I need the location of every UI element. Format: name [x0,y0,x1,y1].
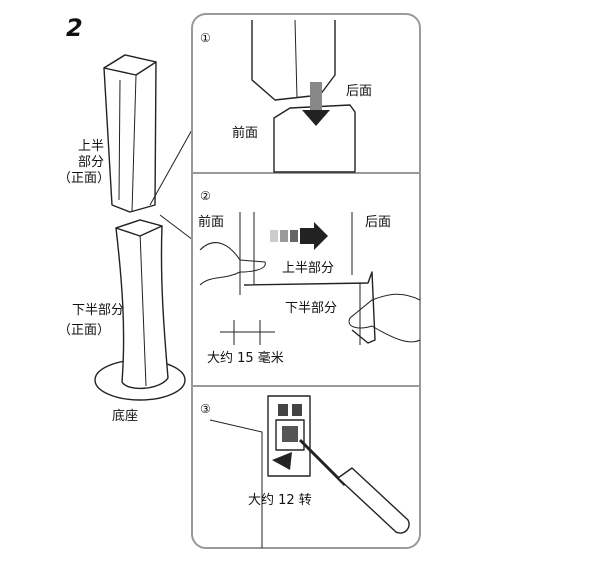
step2-front-label: 前面 [198,214,224,230]
step2-number: ② [200,189,211,203]
step3-number: ③ [200,402,211,416]
step1-illustration [251,19,356,173]
upper-speaker-part [103,54,157,213]
step1-front-label: 前面 [232,125,258,141]
upper-part-label-2: 部分 [78,155,104,170]
callout-line [149,127,194,206]
lower-part-label: 下半部分 [72,303,124,318]
step2-back-label: 后面 [365,215,391,230]
lower-speaker-part [94,219,186,401]
step-number: 2 [66,14,83,42]
step3-illustration [209,395,410,548]
step3-turns-label: 大约 12 转 [248,493,312,508]
base-label: 底座 [112,408,138,424]
step1-back-label: 后面 [346,84,372,99]
step1-number: ① [200,31,211,45]
screwdriver-icon [337,467,410,534]
step2-lower-label: 下半部分 [285,301,337,316]
upper-part-label: 上半 [78,139,104,154]
step2-upper-label: 上半部分 [282,261,334,276]
lower-front-label: （正面） [58,323,110,338]
detail-panel [191,13,421,549]
callout-line [159,214,194,241]
step2-illustration [199,212,421,345]
upper-front-label: （正面） [58,171,110,186]
step2-distance-label: 大约 15 毫米 [207,350,284,366]
